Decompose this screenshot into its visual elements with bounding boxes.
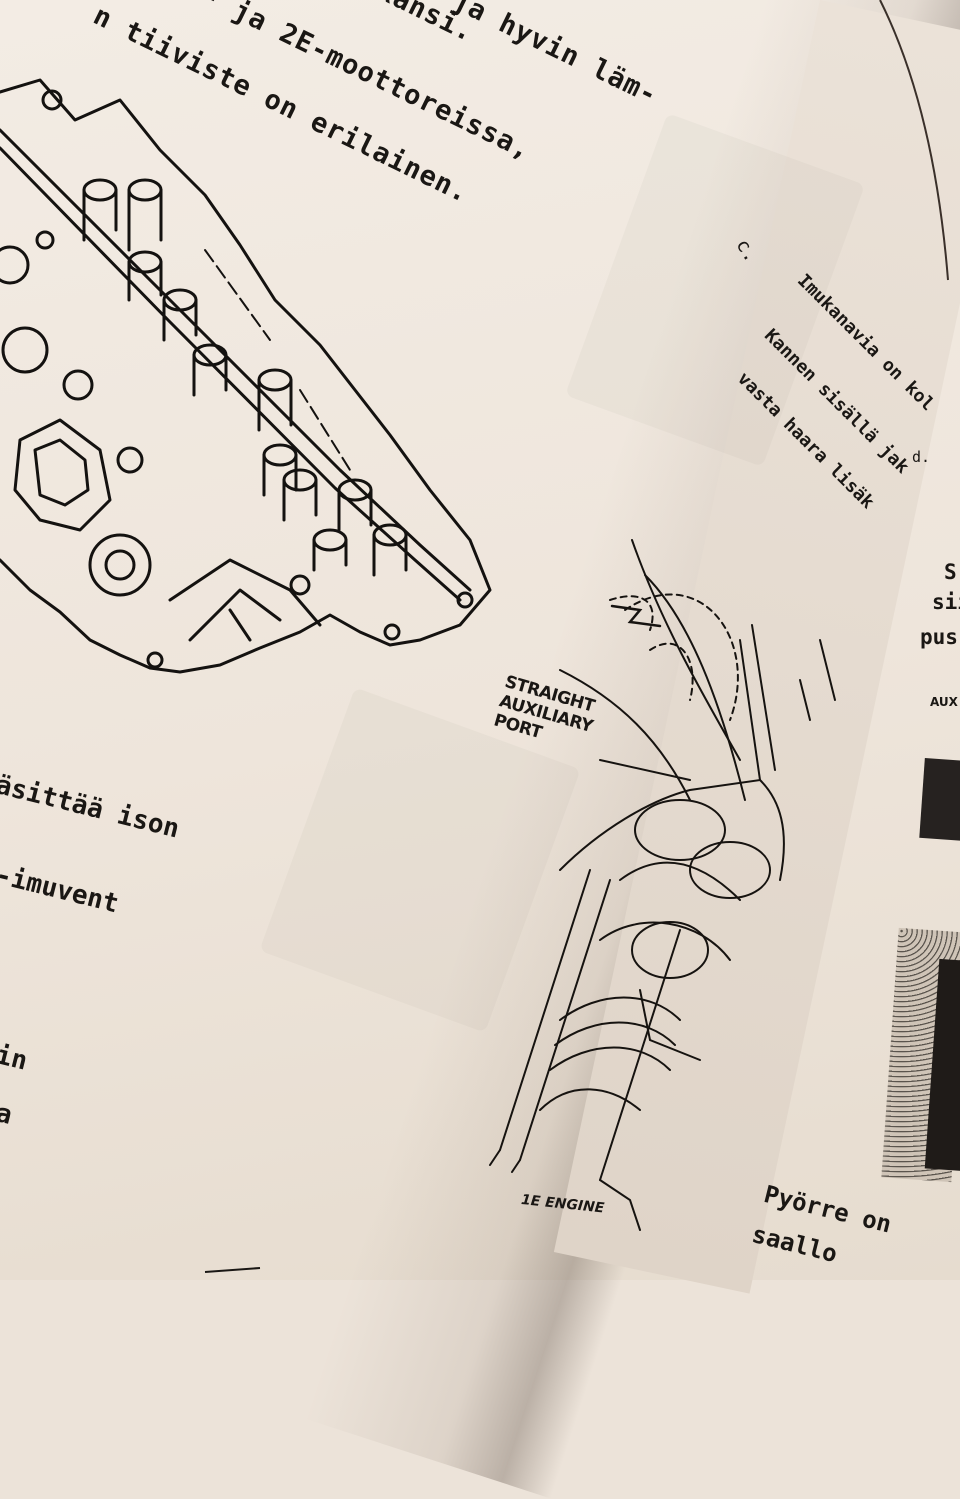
cylinder-head-illustration xyxy=(0,78,492,674)
section-letter: d. xyxy=(912,448,931,466)
right-text-fragment: sii xyxy=(932,590,960,614)
right-text-fragment: pus xyxy=(920,625,958,649)
auxiliary-port-diagram xyxy=(489,539,836,1231)
right-text-fragment: AUX xyxy=(930,695,958,709)
right-text-fragment: S xyxy=(944,560,957,584)
page-edge xyxy=(204,0,949,1273)
